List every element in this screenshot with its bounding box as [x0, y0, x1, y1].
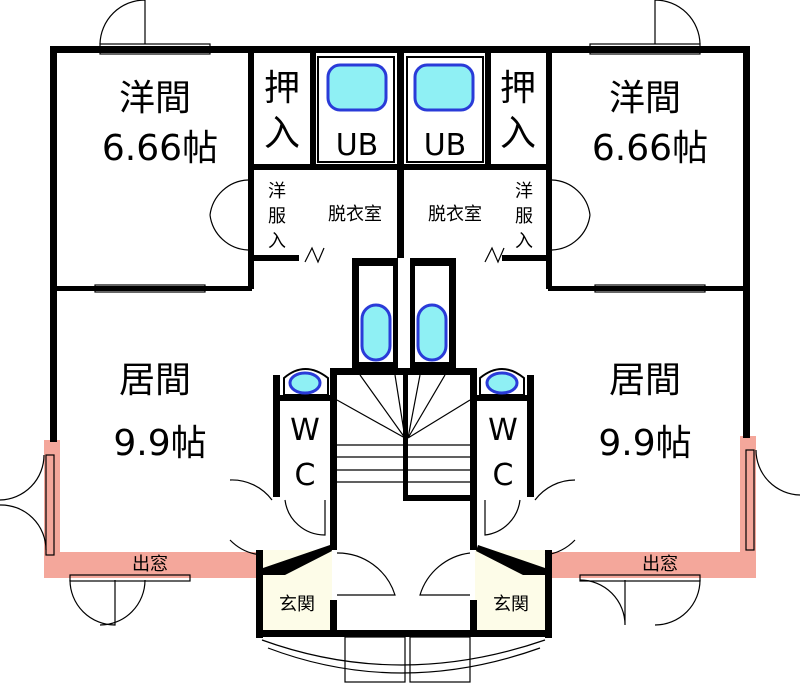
living-room-right-label: 居間	[609, 360, 681, 401]
toilet-left	[283, 368, 329, 396]
wardrobe-right-label-1: 洋	[515, 181, 533, 202]
entrance-right-label: 玄関	[493, 594, 529, 615]
living-room-left-label: 居間	[119, 360, 191, 401]
bathtub-left	[317, 56, 395, 163]
living-room-right-size: 9.9帖	[598, 423, 691, 464]
staircase	[336, 374, 471, 483]
toilet-right	[479, 368, 525, 396]
wardrobe-left-label-1: 洋	[268, 181, 286, 202]
toilet-right-label-c: C	[493, 458, 514, 493]
closet-right-label-1: 押	[500, 68, 536, 109]
toilet-right-label-w: W	[488, 413, 518, 448]
dressing-room-right-label: 脱衣室	[428, 204, 482, 225]
washbasin-left	[352, 258, 398, 368]
toilet-left-label-c: C	[295, 458, 316, 493]
closet-left-label-2: 入	[264, 113, 300, 154]
western-room-right-size: 6.66帖	[592, 128, 708, 169]
western-room-left-label: 洋間	[119, 78, 191, 119]
closet-right-label-2: 入	[500, 113, 536, 154]
walls	[50, 46, 750, 638]
wardrobe-left-label-2: 服	[268, 206, 286, 227]
wardrobe-left-label-3: 入	[268, 231, 286, 252]
bath-left-label: UB	[336, 128, 379, 163]
western-room-right-label: 洋間	[609, 78, 681, 119]
bay-window-left-label: 出窓	[132, 554, 168, 575]
bay-window-left	[44, 440, 258, 578]
western-room-left-size: 6.66帖	[102, 128, 218, 169]
washbasin-right	[410, 258, 456, 368]
bath-right-label: UB	[424, 128, 467, 163]
living-room-left-size: 9.9帖	[113, 423, 206, 464]
closet-left-label-1: 押	[264, 68, 300, 109]
bathtub-right	[406, 56, 484, 163]
dressing-room-left-label: 脱衣室	[328, 204, 382, 225]
toilet-left-label-w: W	[290, 413, 320, 448]
entrance-left-label: 玄関	[279, 594, 315, 615]
bay-window-right-label: 出窓	[642, 554, 678, 575]
bay-window-right	[548, 436, 756, 578]
wardrobe-right-label-3: 入	[515, 231, 533, 252]
wardrobe-right-label-2: 服	[515, 206, 533, 227]
